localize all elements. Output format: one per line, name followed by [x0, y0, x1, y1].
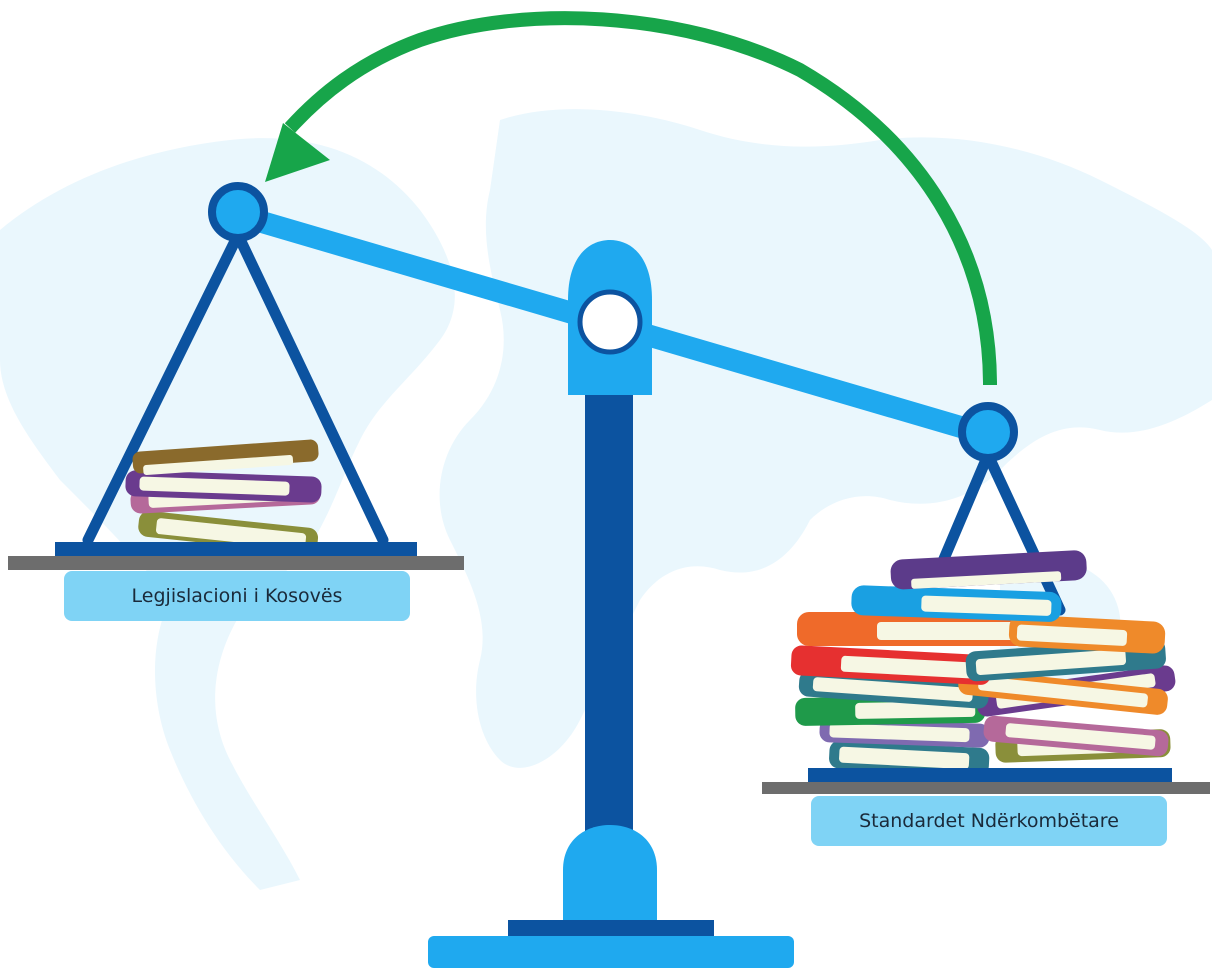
curved-arrow-icon [265, 11, 997, 386]
pivot-joint-icon [208, 182, 268, 242]
left-pan-base [55, 542, 417, 556]
left-book-stack [125, 439, 322, 554]
scale-pillar [585, 380, 633, 860]
pivot-joint-icon [958, 402, 1018, 462]
left-pan-label: Legjislacioni i Kosovës [64, 571, 410, 621]
right-book-stack [790, 550, 1176, 776]
right-pan-label: Standardet Ndërkombëtare [811, 796, 1167, 846]
right-pan-base [808, 768, 1172, 782]
left-pan-shelf [8, 556, 464, 570]
right-pan-shelf [762, 782, 1210, 794]
pivot-cap [568, 240, 652, 395]
scale-base [428, 825, 794, 968]
left-pan-strings [82, 229, 389, 546]
